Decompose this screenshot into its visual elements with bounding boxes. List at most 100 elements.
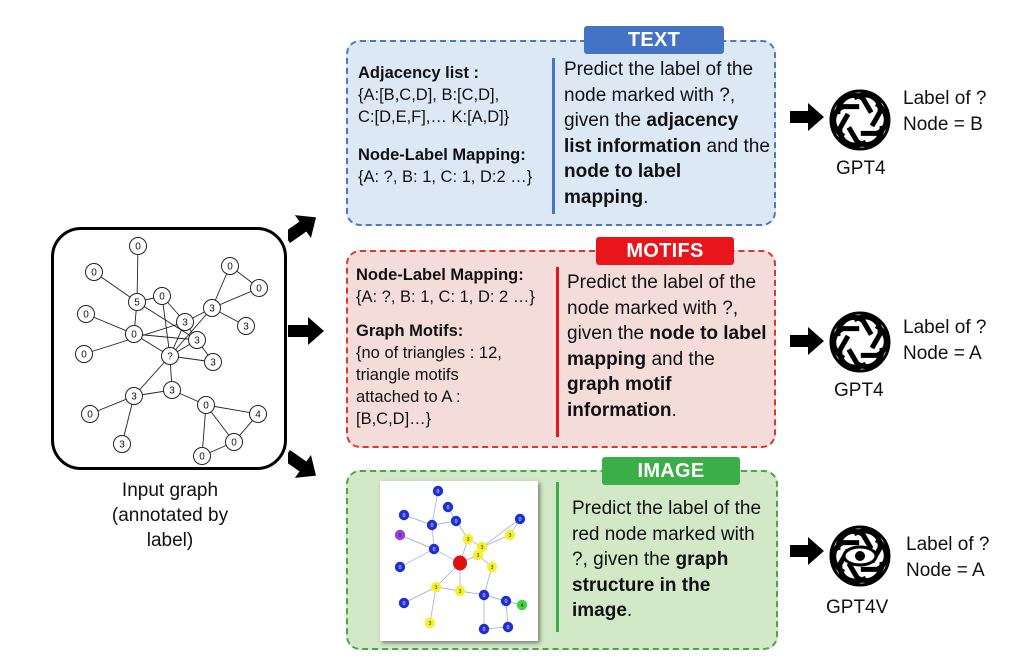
node-label: ? (167, 352, 173, 363)
openai-logo-icon (829, 311, 891, 373)
graph-node: 4 (249, 405, 267, 423)
model-name: GPT4 (834, 380, 884, 401)
node-label: 3 (509, 533, 512, 539)
graph-node: 0 (85, 263, 103, 281)
graph-node: 0 (225, 433, 243, 451)
graph-node: 0 (77, 305, 95, 323)
mapping-line: {A: ?, B: 1, C: 1, D: 2 …} (356, 288, 535, 306)
model-name: GPT4V (826, 597, 889, 618)
node-label: 3 (459, 589, 462, 595)
node-label: 0 (131, 330, 137, 341)
graph-node: 0 (442, 501, 454, 513)
node-label: 0 (437, 489, 440, 495)
text-panel-left: Adjacency list : {A:[B,C,D], B:[C,D], C:… (358, 62, 553, 188)
node-label: 3 (119, 440, 125, 451)
adjacency-line: C:[D,E,F],… K:[A,D]} (358, 108, 510, 126)
motifs-output: Label of ? Node = A (903, 315, 986, 367)
node-label: 0 (483, 593, 486, 599)
graph-edge (429, 586, 437, 624)
graph-node: 0 (394, 561, 406, 573)
node-label: 3 (429, 621, 432, 627)
node-label: 3 (477, 553, 480, 559)
output-line: Node = A (906, 560, 985, 581)
graph-node: 0 (428, 543, 440, 555)
text-prompt: Predict the label of the node marked wit… (564, 57, 770, 210)
graph-node: 3 (476, 541, 488, 553)
model-arrows (790, 103, 824, 565)
graph-node: 0 (125, 325, 143, 343)
adjacency-heading: Adjacency list : (358, 64, 480, 82)
caption-line: Input graph (121, 480, 219, 501)
graph-node: 0 (197, 396, 215, 414)
graph-node: 0 (514, 513, 526, 525)
node-label: 3 (182, 318, 188, 329)
graph-node: 0 (398, 509, 410, 521)
graph-node: 3 (204, 353, 222, 371)
graph-node: 3 (462, 533, 474, 545)
prompt-text: and the (701, 135, 770, 157)
node-label: 0 (231, 438, 237, 449)
graph-node: 0 (450, 515, 462, 527)
graph-node: 3 (504, 529, 516, 541)
graph-edge (431, 490, 439, 526)
node-label: 0 (431, 523, 434, 529)
node-label: 0 (447, 505, 450, 511)
motifs-line: {no of triangles : 12, (356, 344, 502, 362)
node-label: 3 (491, 565, 494, 571)
graph-node: 3 (176, 313, 194, 331)
graph-edge (481, 518, 521, 548)
motifs-divider (556, 267, 559, 437)
output-line: Label of ? (903, 88, 987, 109)
graph-edge (403, 586, 437, 604)
arrow-icon (288, 450, 317, 478)
image-prompt: Predict the label of the red node marked… (572, 496, 772, 624)
caption-line: label) (146, 530, 194, 551)
graph-node: 0 (432, 485, 444, 497)
motifs-panel (346, 250, 776, 448)
graph-edge (399, 534, 435, 550)
node-label: 3 (243, 322, 249, 333)
prompt-bold: node to label mapping (564, 161, 682, 208)
graph-edge (161, 295, 171, 357)
node-label: 3 (467, 537, 470, 543)
output-line: Label of ? (903, 317, 987, 338)
graph-node: 0 (426, 519, 438, 531)
graph-node: 3 (472, 549, 484, 561)
node-label: 0 (135, 242, 141, 253)
motifs-prompt: Predict the label of the node marked wit… (567, 270, 772, 423)
node-label: 0 (87, 410, 93, 421)
model-name: GPT4 (836, 158, 886, 179)
graph-edge (136, 245, 139, 303)
motifs-badge: MOTIFS (596, 237, 734, 265)
node-label: 0 (81, 350, 87, 361)
graph-node: 0 (398, 597, 410, 609)
arrow-icon (790, 103, 824, 131)
caption-line: (annotated by (111, 505, 229, 526)
prompt-bold: graph motif information (567, 374, 672, 421)
graph-node: 3 (163, 381, 181, 399)
image-divider (556, 482, 559, 632)
node-label: 4 (521, 603, 524, 609)
arrow-icon (790, 537, 824, 565)
graph-node: 4 (516, 599, 528, 611)
text-output: Label of ? Node = B (903, 86, 986, 138)
node-label: 0 (507, 625, 510, 631)
prompt-bold: adjacency list information (564, 110, 739, 157)
openai-vision-logo-icon (829, 525, 891, 587)
output-line: Node = A (903, 343, 982, 364)
motifs-line: [B,C,D]…} (356, 410, 432, 428)
graph-edge (399, 548, 435, 568)
prompt-text: . (626, 600, 633, 621)
text-badge: TEXT (584, 26, 724, 54)
node-label: 0 (399, 565, 402, 571)
motifs-line: attached to A : (356, 388, 461, 406)
graph-node: 3 (237, 317, 255, 335)
node-label: 3 (194, 336, 200, 347)
graph-node: 3 (424, 617, 436, 629)
mapping-line: {A: ?, B: 1, C: 1, D:2 …} (358, 168, 533, 186)
arrow-icon (790, 327, 824, 355)
graph-node: 0 (500, 595, 512, 607)
